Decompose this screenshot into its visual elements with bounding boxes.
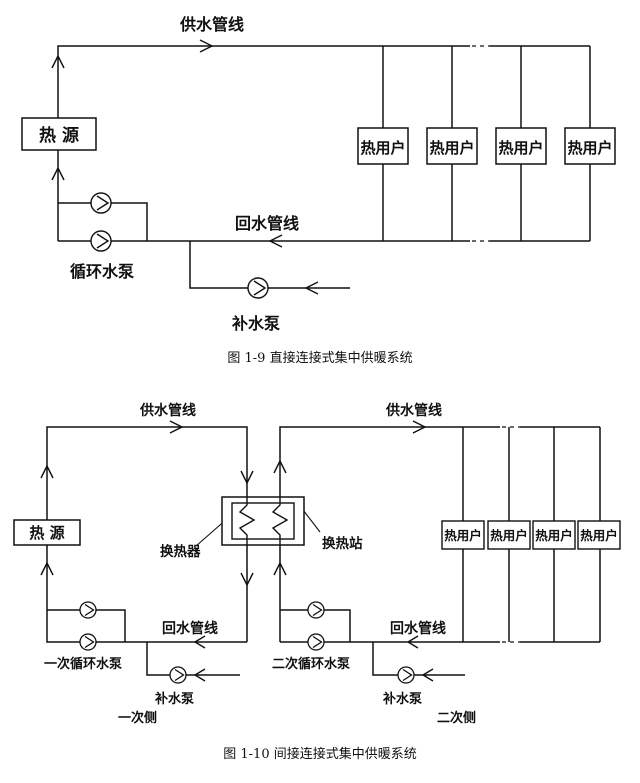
user-box-3: [495, 127, 547, 165]
fig1-arrows: [51, 39, 319, 295]
makeup-pipe: [189, 241, 350, 289]
primary-side-label: 一次侧: [118, 710, 157, 726]
makeup-arrow: [304, 281, 319, 295]
primary-return-arrow: [193, 635, 206, 649]
pump-bypass: [58, 202, 148, 241]
fig2-return-line-right-label: 回水管线: [390, 620, 446, 637]
secondary-makeup-pump-icon: [397, 666, 415, 684]
fig2-heat-source-label: 热 源: [29, 524, 64, 542]
supply-pipe: [57, 45, 470, 118]
primary-pump-lower-icon: [79, 633, 97, 651]
primary-supply-arrow: [169, 420, 184, 434]
secondary-side-label: 二次侧: [437, 710, 476, 726]
secondary-pump-lower-icon: [307, 633, 325, 651]
fig2-user-box-4: [577, 520, 621, 550]
primary-coil: [238, 497, 256, 545]
secondary-supply-arrow: [412, 420, 427, 434]
primary-makeup-arrow: [193, 668, 206, 682]
fig2-user-box-3: [532, 520, 576, 550]
exchanger-label: 换热器: [160, 543, 201, 560]
user-label-1: 热用户: [360, 139, 405, 157]
circulation-pump-lower-icon: [90, 230, 112, 252]
supply-arrow: [199, 39, 214, 53]
primary-makeup-pump-label: 补水泵: [154, 691, 194, 707]
secondary-pump-label: 二次循环水泵: [272, 656, 350, 672]
fig2-user-label-4: 热用户: [580, 528, 618, 543]
figure-1-9-caption: 图 1-9 直接连接式集中供暖系统: [227, 350, 412, 366]
primary-riser-arrow: [40, 464, 54, 479]
primary-source-in-arrow: [40, 561, 54, 576]
source-in-arrow: [51, 166, 65, 181]
primary-pump-label: 一次循环水泵: [44, 656, 122, 672]
primary-pump-upper-icon: [79, 601, 97, 619]
primary-makeup-pump-icon: [169, 666, 187, 684]
fig2-user-boxes: 热用户 热用户 热用户 热用户: [441, 520, 621, 550]
secondary-makeup-pump-label: 补水泵: [382, 691, 422, 707]
figure-direct-connection: [57, 45, 591, 289]
fig2-arrows: [40, 420, 434, 682]
return-line-label: 回水管线: [235, 214, 299, 233]
secondary-supply-pipe: [279, 426, 500, 642]
secondary-makeup-arrow: [421, 668, 434, 682]
fig2-supply-line-right-label: 供水管线: [385, 402, 442, 419]
fig2-return-line-left-label: 回水管线: [162, 620, 218, 637]
fig2-heat-source-box: [13, 519, 81, 546]
user-box-4: [564, 127, 616, 165]
secondary-pump-upper-icon: [307, 601, 325, 619]
return-arrow: [268, 234, 283, 248]
secondary-return-arrow: [406, 635, 419, 649]
secondary-pump-bypass: [280, 609, 351, 642]
primary-down-arrow-2: [240, 572, 254, 587]
fig2-user-box-2: [487, 520, 531, 550]
user-label-4: 热用户: [567, 139, 612, 157]
primary-return-pipe: [46, 545, 247, 643]
makeup-pump-icon: [247, 277, 269, 299]
secondary-coil: [271, 497, 289, 545]
fig2-supply-line-left-label: 供水管线: [139, 402, 196, 419]
primary-pump-bypass: [47, 609, 126, 642]
user-label-2: 热用户: [429, 139, 474, 157]
heat-source-box: [21, 117, 97, 151]
circulation-pump-label: 循环水泵: [70, 262, 134, 281]
secondary-up-arrow-1: [273, 459, 287, 474]
user-box-2: [426, 127, 478, 165]
fig1-user-boxes: 热用户 热用户 热用户 热用户: [357, 127, 616, 165]
fig2-user-label-3: 热用户: [535, 528, 573, 543]
station-label: 换热站: [322, 535, 363, 552]
fig2-user-label-2: 热用户: [490, 528, 528, 543]
user-label-3: 热用户: [498, 139, 543, 157]
user-box-1: [357, 127, 409, 165]
makeup-pump-label: 补水泵: [231, 314, 280, 333]
primary-makeup-pipe: [146, 642, 240, 676]
heat-source-label: 热 源: [39, 125, 79, 146]
figure-1-10-caption: 图 1-10 间接连接式集中供暖系统: [223, 746, 416, 762]
secondary-makeup-pipe: [372, 642, 465, 676]
circulation-pump-upper-icon: [90, 192, 112, 214]
supply-line-label: 供水管线: [179, 15, 244, 34]
riser-arrow: [51, 54, 65, 69]
primary-down-arrow-1: [240, 470, 254, 485]
fig2-user-label-1: 热用户: [444, 528, 482, 543]
secondary-up-arrow-2: [273, 561, 287, 576]
fig2-user-box-1: [441, 520, 485, 550]
exchanger-coils: [238, 497, 289, 545]
